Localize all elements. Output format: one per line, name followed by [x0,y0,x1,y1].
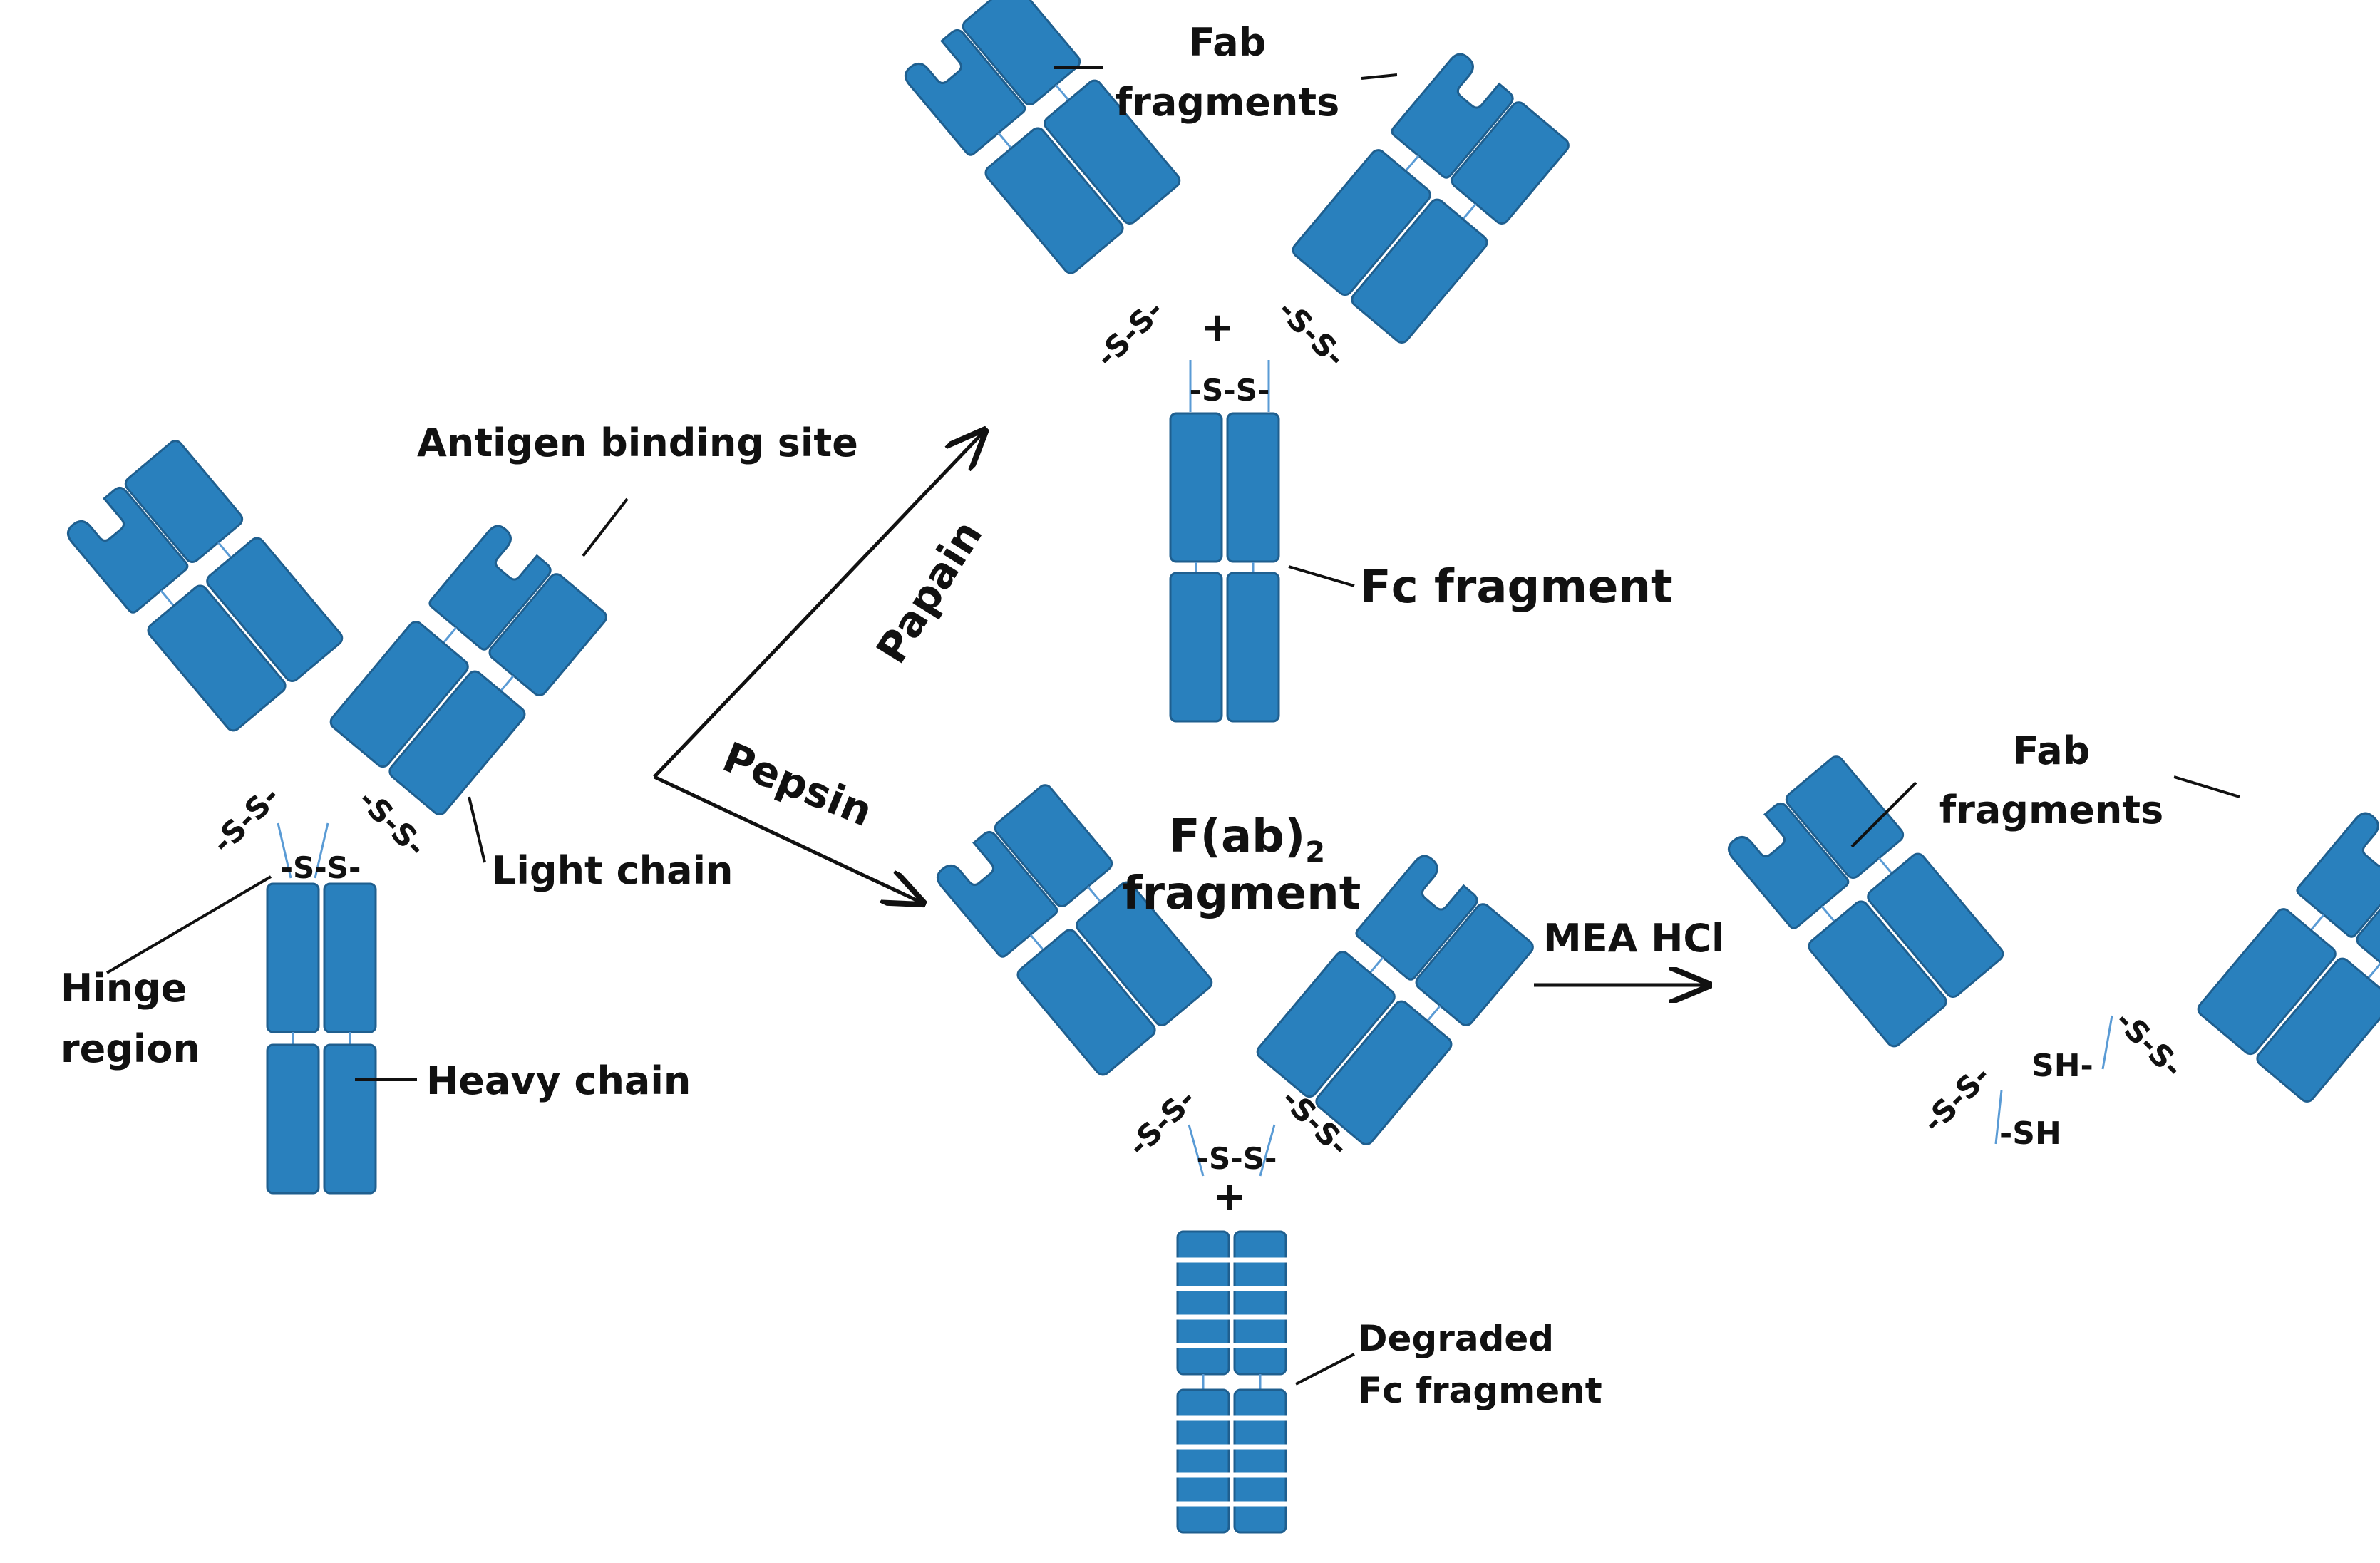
papain-products [900,0,1572,723]
fab-top-label-line1: Fab [1189,20,1267,65]
sh-label-left: -SH [1999,1115,2061,1152]
papain-fab-left [900,0,1184,277]
ss-intact-hinge: -S-S- [281,850,361,885]
plus-sign-top: + [1201,304,1235,351]
degraded-fc-label-line1: Degraded [1358,1318,1554,1359]
ss-fab2-left: -S-S- [1121,1082,1202,1163]
intact-fc-upper [266,882,377,1033]
light-chain-label: Light chain [492,848,733,893]
ss-fab2-hinge: -S-S- [1197,1141,1277,1176]
mea-fab-products [1723,753,2380,1145]
antigen-site-leader [582,497,629,557]
ss-papain-fab-right: -S-S- [1271,293,1352,374]
intact-fc-lower [266,1043,377,1195]
fc-fragment-label: Fc fragment [1360,561,1673,614]
fab2-label-line2: fragment [1123,867,1361,920]
papain-arrow [653,433,982,778]
ss-papain-fab-left: -S-S- [1089,293,1170,374]
pepsin-arrow [653,775,919,902]
plus-sign-bottom: + [1213,1174,1247,1220]
mea-hcl-label: MEA HCl [1543,916,1725,961]
pepsin-fab2-fragment [932,781,1537,1177]
heavy-chain-label: Heavy chain [426,1058,691,1103]
ss-mea-right: -S-S- [2108,1004,2190,1085]
ss-mea-left: -S-S- [1916,1058,1997,1140]
hinge-region-label-line2: region [61,1026,200,1071]
fab-right-leader-right [2173,775,2240,798]
hinge-leader [105,875,272,974]
fab2-label-line1: F(ab)2 [1169,810,1325,869]
ss-intact-left: -S-S- [205,779,287,860]
intact-antibody [62,437,610,1195]
ss-papain-fc: -S-S- [1190,373,1270,408]
fab-top-leader-right [1361,73,1398,80]
fab-right-label-line1: Fab [2013,728,2091,773]
fab-top-label-line2: fragments [1116,80,1340,125]
fab-right-leader-left [1850,781,1917,848]
sh-label-right: SH- [2031,1048,2093,1084]
degraded-fc-leader [1295,1353,1355,1386]
mea-fab-right [2194,808,2380,1106]
degraded-fc-lower [1175,1390,1289,1532]
fc-fragment-leader [1288,565,1355,587]
antigen-binding-site-label: Antigen binding site [417,421,858,465]
pepsin-label: Pepsin [716,733,880,836]
degraded-fc-fragment [1175,1232,1289,1532]
papain-fc-upper [1169,412,1280,563]
intact-right-arm [326,520,610,819]
degraded-fc-label-line2: Fc fragment [1358,1370,1602,1411]
intact-left-arm [62,437,346,735]
papain-fc-lower [1169,572,1280,723]
hinge-region-label-line1: Hinge [61,966,187,1011]
fab-right-label-line2: fragments [1939,788,2164,832]
degraded-fc-upper [1175,1232,1289,1374]
light-chain-leader [468,796,486,863]
